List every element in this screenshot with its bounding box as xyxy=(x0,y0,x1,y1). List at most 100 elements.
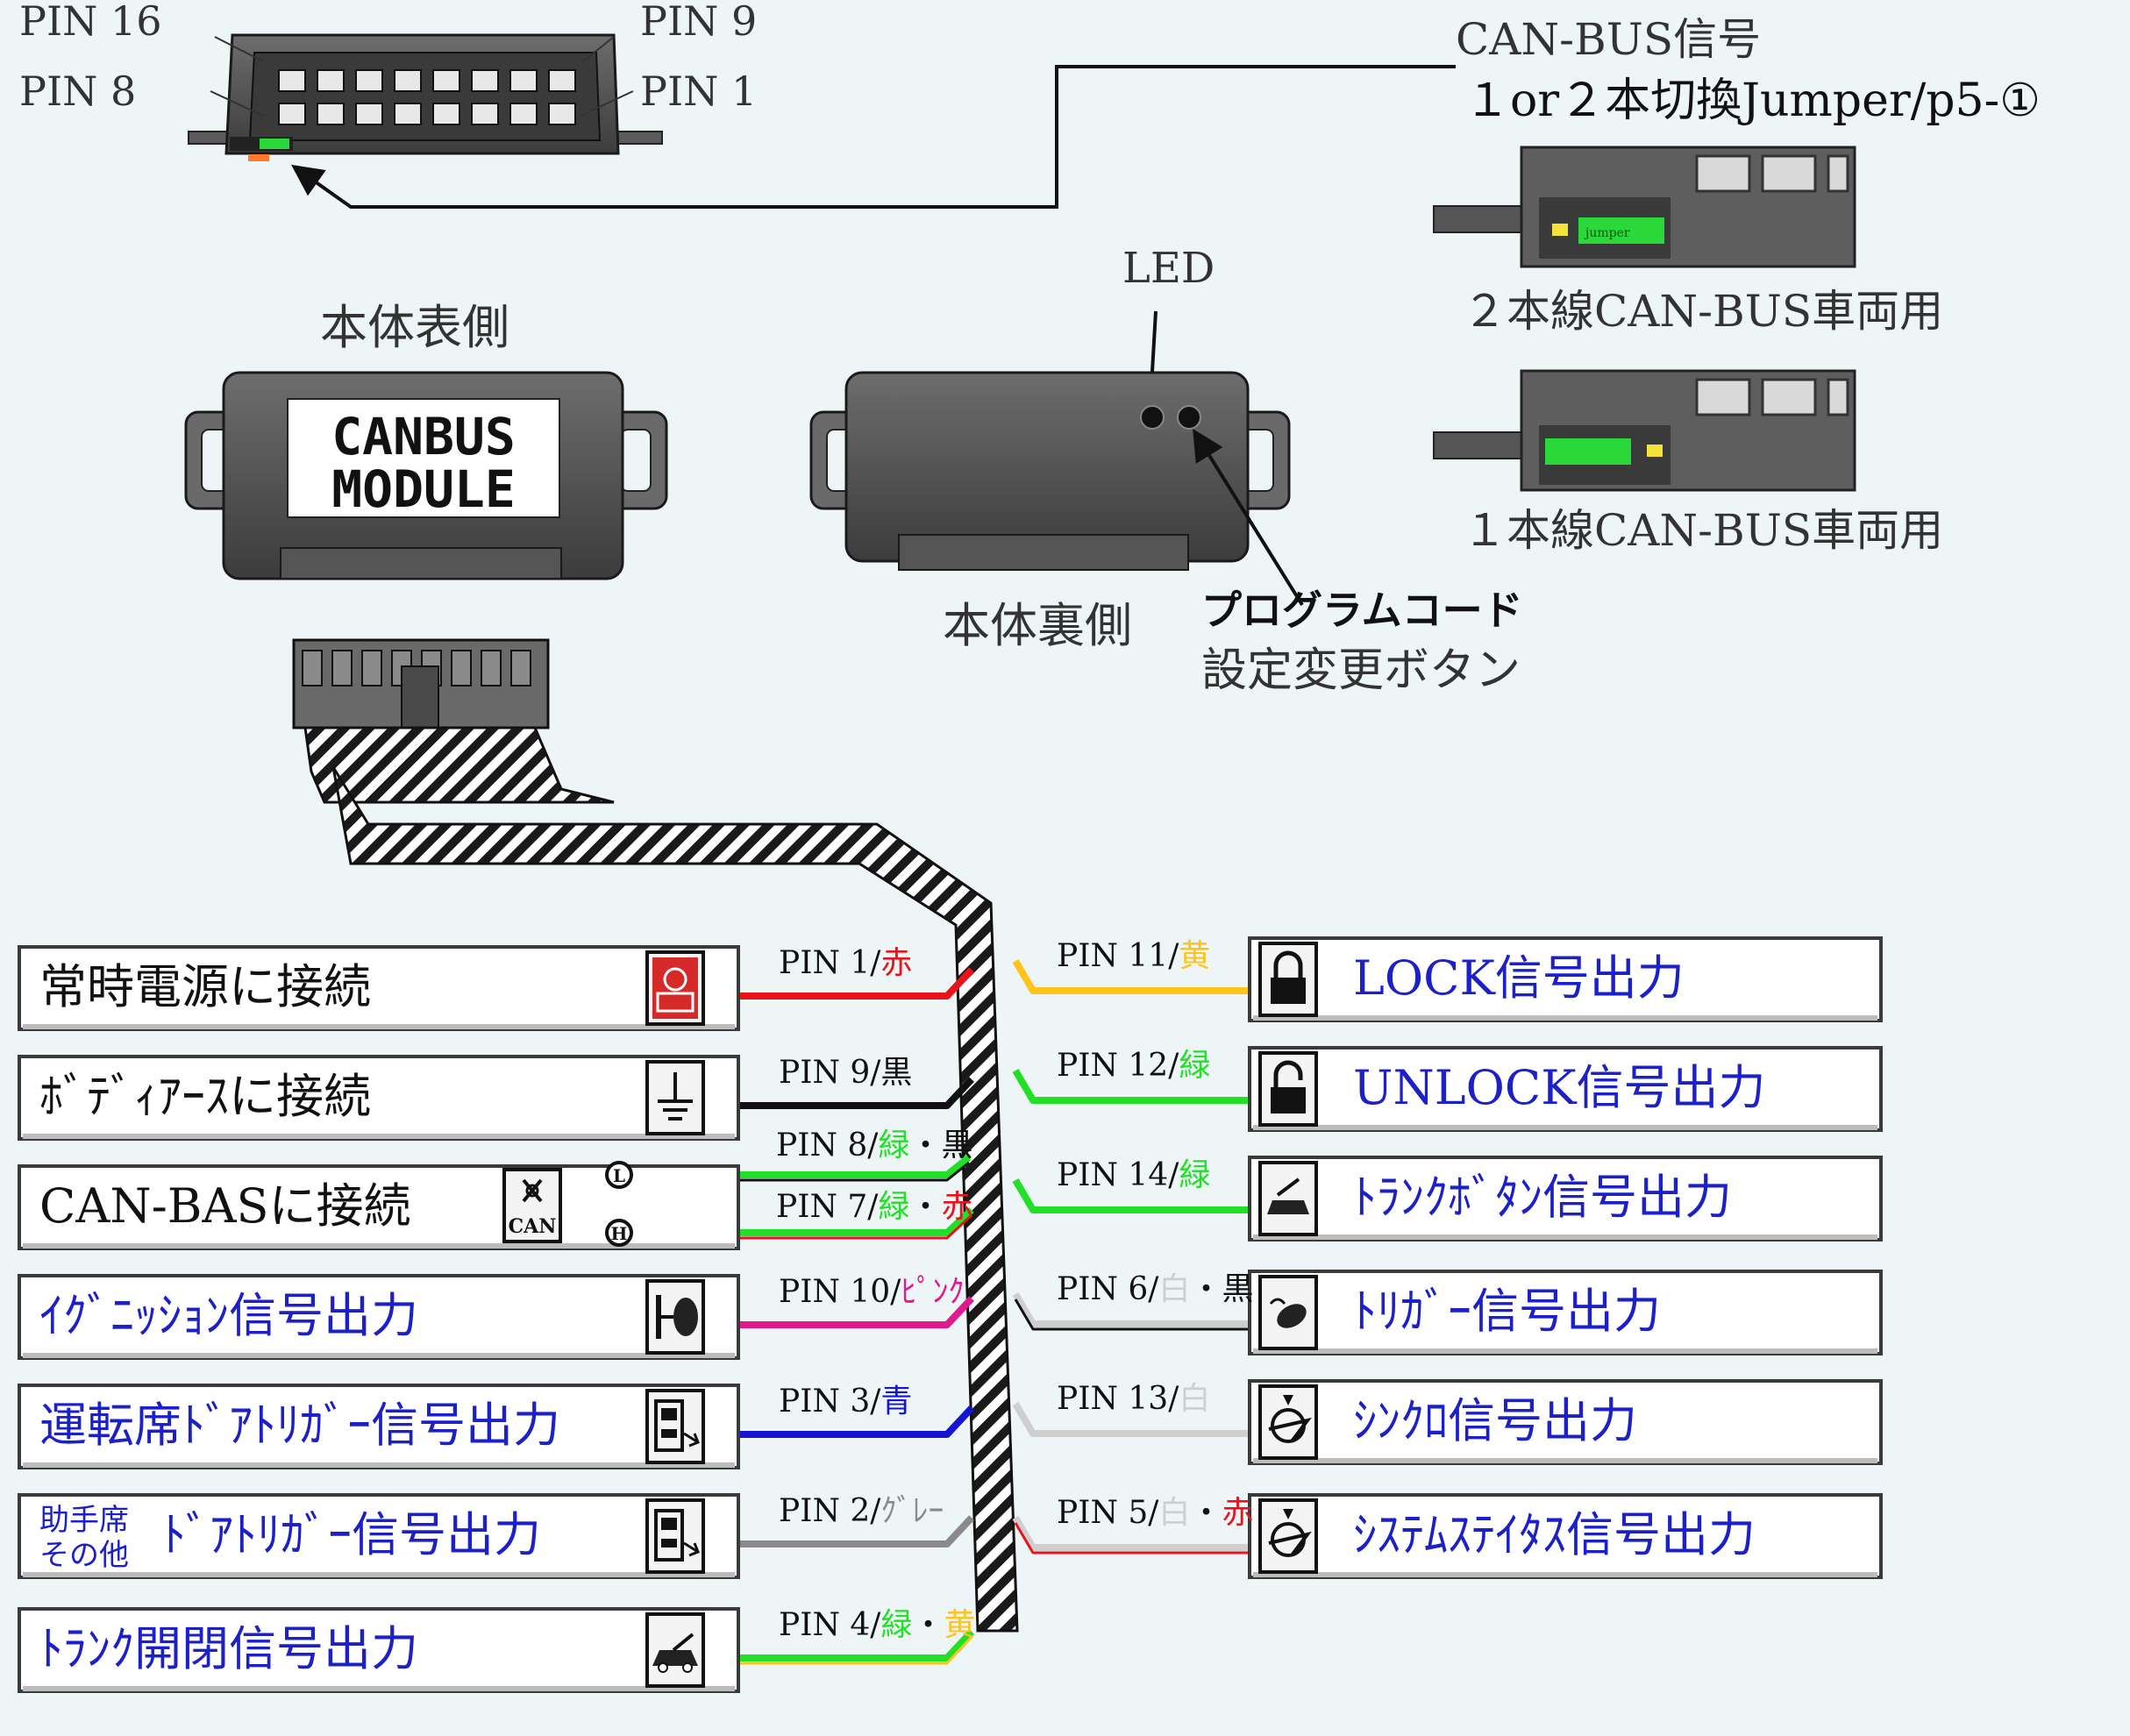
pin-label: PIN 7/緑・赤 xyxy=(776,1189,972,1225)
battery-icon xyxy=(645,950,705,1026)
row-prefix-line2: その他 xyxy=(39,1538,129,1573)
left-row: 運転席ﾄﾞｱﾄﾘｶﾞｰ信号出力 PIN 3/青 xyxy=(18,1384,912,1469)
pin-hole xyxy=(432,103,460,125)
pin-hole xyxy=(509,103,538,125)
pin-hole xyxy=(317,103,345,125)
pin-label: PIN 6/白・黒 xyxy=(1057,1271,1253,1307)
pin-label: PIN 13/白 xyxy=(1057,1381,1210,1417)
pin-hole xyxy=(432,69,460,92)
can-l-terminal xyxy=(605,1161,633,1189)
can-l-tag: L xyxy=(613,1165,625,1186)
pin-hole xyxy=(509,69,538,92)
program-button[interactable] xyxy=(1177,405,1201,430)
pin-hole xyxy=(355,103,383,125)
module-back-label: 本体裏側 xyxy=(943,598,1132,653)
wire xyxy=(1012,1291,1250,1327)
pin-label: PIN 8/緑・黒 xyxy=(776,1128,972,1163)
wires xyxy=(631,958,1250,1665)
pin-hole xyxy=(471,103,499,125)
setting-button-label: 設定変更ボタン xyxy=(1201,644,1521,697)
pin-label: PIN 14/緑 xyxy=(1057,1157,1210,1193)
right-row: ｼﾝｸﾛ信号出力 PIN 13/白 xyxy=(1057,1379,1883,1465)
jumper-leader-line xyxy=(291,65,1456,209)
pin16-label: PIN 16 xyxy=(19,0,162,45)
row-label: ﾎﾞﾃﾞｨｱｰｽに接続 xyxy=(39,1069,371,1124)
module-back-box xyxy=(809,371,1291,571)
row-label: ｼﾝｸﾛ信号出力 xyxy=(1353,1393,1637,1448)
system-status-icon xyxy=(1258,1498,1318,1574)
row-label: CAN-BASに接続 xyxy=(39,1178,410,1234)
row-label: UNLOCK信号出力 xyxy=(1353,1060,1766,1115)
row-prefix-line1: 助手席 xyxy=(39,1503,129,1538)
wire xyxy=(738,1296,974,1328)
two-wire-jumper-figure: jumper xyxy=(1433,146,1856,268)
connector-pin-holes xyxy=(278,69,576,125)
pin-label: PIN 2/ｸﾞﾚｰ xyxy=(779,1493,944,1529)
right-row: ﾄﾘｶﾞｰ信号出力 PIN 6/白・黒 xyxy=(1057,1270,1883,1355)
passenger-door-icon xyxy=(645,1498,705,1574)
pin-hole xyxy=(394,69,422,92)
pin-label: PIN 9/黒 xyxy=(779,1055,912,1091)
module-front-label: 本体表側 xyxy=(320,300,509,355)
pin-label: PIN 4/緑・黄 xyxy=(779,1607,975,1643)
one-wire-label: １本線CAN-BUS車両用 xyxy=(1463,505,1943,556)
wire xyxy=(1012,1515,1250,1551)
driver-door-icon xyxy=(645,1389,705,1464)
unlock-icon xyxy=(1258,1051,1318,1127)
program-code-label: プログラムコード xyxy=(1201,587,1523,634)
connector-jumper xyxy=(260,139,289,149)
two-wire-jumper-tag: jumper xyxy=(1584,226,1630,240)
module-front-box: CANBUS MODULE xyxy=(184,371,668,580)
trunk-open-icon xyxy=(645,1612,705,1688)
row-label: ｼｽﾃﾑｽﾃｲﾀｽ信号出力 xyxy=(1353,1507,1756,1562)
pin-hole xyxy=(317,69,345,92)
pin9-label: PIN 9 xyxy=(640,0,757,45)
row-label: ﾄﾗﾝｸﾎﾞﾀﾝ信号出力 xyxy=(1353,1170,1732,1225)
can-h-terminal xyxy=(605,1219,633,1247)
one-wire-jumper-figure xyxy=(1433,369,1856,492)
wire xyxy=(1012,1068,1250,1104)
row-label: ｲｸﾞﾆｯｼｮﾝ信号出力 xyxy=(39,1288,418,1343)
two-wire-label: ２本線CAN-BUS車両用 xyxy=(1463,286,1943,337)
harness-plug xyxy=(292,638,615,804)
lock-icon xyxy=(1258,942,1318,1017)
row-label: ﾄﾗﾝｸ開閉信号出力 xyxy=(39,1621,418,1676)
pin-hole xyxy=(278,69,306,92)
left-row: ｲｸﾞﾆｯｼｮﾝ信号出力 PIN 10/ﾋﾟﾝｸ xyxy=(18,1274,964,1360)
led-label: LED xyxy=(1122,244,1215,293)
pin-label: PIN 3/青 xyxy=(779,1384,912,1419)
led-indicator xyxy=(1140,405,1165,430)
synchro-icon xyxy=(1258,1384,1318,1460)
pin-label: PIN 10/ﾋﾟﾝｸ xyxy=(779,1274,964,1310)
canbus-signal-title: CAN-BUS信号 xyxy=(1456,14,1761,65)
left-row: ﾄﾗﾝｸ開閉信号出力 PIN 4/緑・黄 xyxy=(18,1607,975,1693)
pin-label: PIN 12/緑 xyxy=(1057,1048,1210,1084)
wire xyxy=(738,967,974,1000)
wire xyxy=(738,1515,974,1547)
pin-label: PIN 11/黄 xyxy=(1057,938,1210,974)
row-label: ﾄﾘｶﾞｰ信号出力 xyxy=(1353,1284,1661,1339)
wire xyxy=(1012,1401,1250,1437)
wire xyxy=(1012,1177,1250,1213)
pin1-label: PIN 1 xyxy=(640,68,757,115)
wire xyxy=(738,1077,974,1109)
pin-hole xyxy=(471,69,499,92)
row-label: 運転席ﾄﾞｱﾄﾘｶﾞｰ信号出力 xyxy=(39,1398,560,1453)
pin-hole xyxy=(548,103,576,125)
right-row: ﾄﾗﾝｸﾎﾞﾀﾝ信号出力 PIN 14/緑 xyxy=(1057,1156,1883,1242)
trigger-icon xyxy=(1258,1275,1318,1350)
wire xyxy=(1012,958,1250,994)
pin8-label: PIN 8 xyxy=(19,68,136,115)
can-icon: CAN xyxy=(502,1168,562,1243)
right-row: UNLOCK信号出力 PIN 12/緑 xyxy=(1057,1046,1883,1132)
wire xyxy=(738,1629,974,1661)
row-label: 常時電源に接続 xyxy=(39,959,371,1014)
wire xyxy=(738,1405,974,1438)
trunk-button-icon xyxy=(1258,1161,1318,1236)
module-logo-line2: MODULE xyxy=(331,459,516,519)
